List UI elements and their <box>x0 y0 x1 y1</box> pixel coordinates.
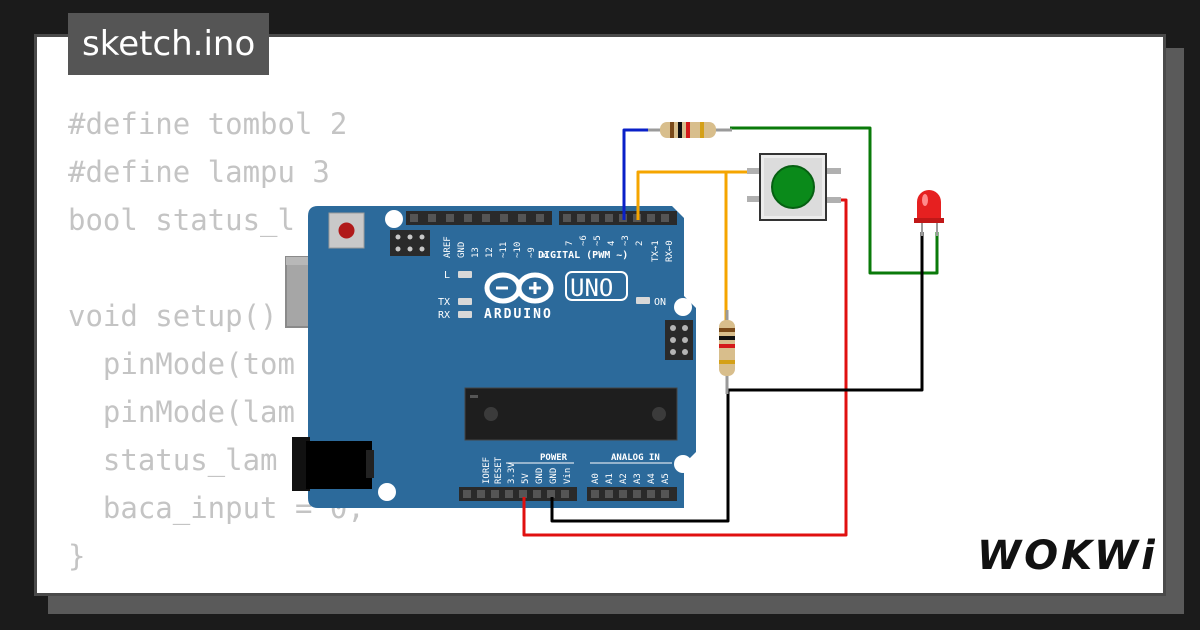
button-cap-icon[interactable] <box>771 165 815 209</box>
reset-button[interactable] <box>328 212 365 249</box>
icsp-header-right <box>665 320 693 360</box>
digital-header-right[interactable] <box>559 211 677 225</box>
pin-label: 2 <box>635 241 645 246</box>
pin-label: ~5 <box>593 235 603 246</box>
pin-label: ~3 <box>621 235 631 246</box>
arduino-uno-board[interactable]: AREF GND 13 12 ~11 ~10 ~9 8 7 ~6 ~5 4 ~3… <box>308 206 696 508</box>
digital-header-left[interactable] <box>406 211 552 225</box>
code-line: bool status_l <box>68 203 295 237</box>
wire-green[interactable] <box>730 126 939 275</box>
code-line: } <box>68 539 86 573</box>
analog-header[interactable] <box>587 487 677 501</box>
pin-label: 4 <box>607 241 617 246</box>
led-label-l: L <box>444 270 450 281</box>
resistor-top[interactable] <box>648 122 732 138</box>
mounting-hole <box>674 298 692 316</box>
digital-header-label: DIGITAL (PWM ~) <box>538 250 628 261</box>
resistor-vertical[interactable] <box>719 310 735 394</box>
pin-label: ~10 <box>513 242 523 258</box>
power-header[interactable] <box>459 487 577 501</box>
mounting-hole <box>674 455 692 473</box>
led-label-tx: TX <box>438 297 450 308</box>
pin-label: RX←0 <box>665 240 675 262</box>
wire-orange[interactable] <box>636 170 728 322</box>
code-line: #define lampu 3 <box>68 155 330 189</box>
pin-label: 5V <box>521 473 531 484</box>
pin-label: 8 <box>541 253 551 258</box>
pin-label: A1 <box>605 473 615 484</box>
red-led[interactable] <box>914 190 944 236</box>
analog-header-label: ANALOG IN <box>611 453 660 463</box>
file-tab[interactable]: sketch.ino <box>68 13 270 75</box>
pin-label: 13 <box>471 247 481 258</box>
pin-label: A0 <box>591 473 601 484</box>
pin-label: GND <box>457 242 467 258</box>
atmega-chip <box>464 387 678 441</box>
wire-red[interactable] <box>522 198 848 537</box>
code-line: void setup() <box>68 299 278 333</box>
pin-label: 7 <box>565 241 575 246</box>
pin-label: A4 <box>647 473 657 484</box>
mounting-hole <box>378 483 396 501</box>
led-on <box>636 297 650 304</box>
code-line: #define tombol 2 <box>68 107 348 141</box>
pin-label: ~6 <box>579 235 589 246</box>
pin-label: GND <box>535 468 545 484</box>
pin-label: RESET <box>494 456 504 484</box>
led-label-rx: RX <box>438 310 450 321</box>
led-l <box>458 271 472 278</box>
pin-label: 3.3V <box>507 462 517 484</box>
code-line: pinMode(lam <box>68 395 295 429</box>
power-header-label: POWER <box>540 453 568 463</box>
wires <box>522 126 939 537</box>
push-button[interactable] <box>747 153 841 221</box>
pin-label: ~9 <box>527 247 537 258</box>
wokwi-logo: WOKWi <box>977 533 1155 579</box>
code-preview: #define tombol 2 #define lampu 3 bool stat… <box>68 100 365 580</box>
board-model: UNO <box>570 274 613 302</box>
pin-label: A3 <box>633 473 643 484</box>
wire-black[interactable] <box>550 232 924 523</box>
wokwi-logo-text: WOKWi <box>977 533 1155 579</box>
board-brand: ARDUINO <box>484 307 553 322</box>
pin-label: ~11 <box>499 242 509 258</box>
code-line: pinMode(tom <box>68 347 295 381</box>
pin-label: TX→1 <box>651 240 661 262</box>
pin-label: A2 <box>619 473 629 484</box>
code-line: status_lam <box>68 443 278 477</box>
pin-label: GND <box>549 468 559 484</box>
pin-label: IOREF <box>482 457 492 484</box>
power-jack <box>292 437 374 491</box>
led-label-on: ON <box>654 297 666 308</box>
led-rx <box>458 311 472 318</box>
pin-label: A5 <box>661 473 671 484</box>
pin-label: AREF <box>443 236 453 258</box>
pin-label: 12 <box>485 247 495 258</box>
arduino-logo-icon <box>484 272 554 304</box>
pin-label: Vin <box>563 468 573 484</box>
model-badge <box>565 271 628 301</box>
led-tx <box>458 298 472 305</box>
mounting-hole <box>385 210 403 228</box>
icsp-header <box>390 230 430 256</box>
